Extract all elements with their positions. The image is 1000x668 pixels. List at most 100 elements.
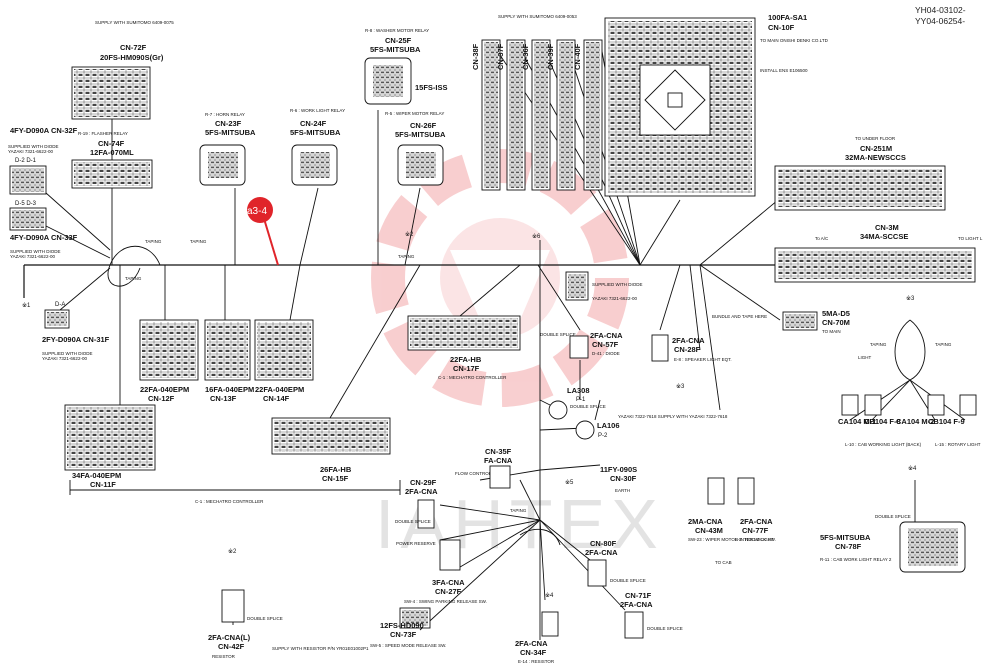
la308-sub: P-1 <box>576 397 586 403</box>
connector-cn27f[interactable]: 3FA-CNA CN-27F SW-4 : SWING PARKING RELE… <box>404 539 487 604</box>
connector-cn28f[interactable]: BUNDLE AND TAPE HERE 2FA-CNA CN-28F E-8 … <box>651 314 767 362</box>
relay-cn26f[interactable]: R-5 : WIPER MOTOR RELAY CN-26F 5FS-MITSU… <box>385 111 446 186</box>
cn10f-to-main: TO MAIN ONISHI DENKI CO.LTD <box>760 38 829 43</box>
connector-cn74f[interactable]: R-19 : FLASHER RELAY CN-74F 12FA-070ML <box>71 131 153 189</box>
da-id: D-A <box>55 302 65 308</box>
taping-label-7: TAPING <box>510 508 527 513</box>
callout-badge[interactable]: a3-4 <box>247 197 279 266</box>
connector-cn40f[interactable]: CN-40F <box>573 39 603 191</box>
connector-cn77f[interactable]: 2FA-CNA CN-77F L-3 : ROOM LIGHT <box>735 477 774 542</box>
cn77f-desc: L-3 : ROOM LIGHT <box>735 537 774 542</box>
cn251m-to-under: TO UNDER FLOOR <box>855 136 896 141</box>
connector-m2[interactable]: CA104 M-2 <box>896 394 945 426</box>
connector-cn42f[interactable]: DOUBLE SPLICE 2FA-CNA(L) CN-42F RESISTOR… <box>208 589 369 659</box>
cn29f-splice: DOUBLE SPLICE <box>395 519 431 524</box>
connector-cn29f[interactable]: CN-29F 2FA-CNA DOUBLE SPLICE POWER RESER… <box>395 478 438 546</box>
connector-cn35f[interactable]: CN-35F FA-CNA FLOW CONTROLLER <box>455 447 513 489</box>
connector-m1[interactable]: CA104 M-1 <box>838 394 876 426</box>
cn11f-type: 34FA-040EPM <box>72 471 121 480</box>
c1-controller-bottom: C-1 : MECHATRO CONTROLLER <box>195 499 264 504</box>
cn30f-earth: EARTH <box>615 488 630 493</box>
connector-cn73f[interactable]: 12FS-HD090 CN-73F SW-5 : SPEED MODE RELE… <box>370 607 446 648</box>
connector-cn14f[interactable]: 22FA-040EPM CN-14F <box>254 319 314 403</box>
cn3m-type: 34MA-SCCSE <box>860 232 908 241</box>
cn42f-type: 2FA-CNA(L) <box>208 633 251 642</box>
m1-id: CA104 M-1 <box>838 417 876 426</box>
cn70m-to-main: TO MAIN <box>822 329 841 334</box>
cn25f-id: CN-25F <box>385 36 412 45</box>
cn38f-id: CN-38F <box>471 43 480 70</box>
mark-4a: ※4 <box>908 465 917 472</box>
connector-cn71f[interactable]: CN-71F 2FA-CNA DOUBLE SPLICE <box>620 591 683 639</box>
connector-cn57f[interactable]: SUPPLIED WITH DIODE YAZAKI 7321-6622-00 … <box>540 271 643 359</box>
f8-id: CB104 F-8 <box>864 417 901 426</box>
cn251m-type: 32MA-NEWSCCS <box>845 153 906 162</box>
splice-la308[interactable]: LA308 P-1 DOUBLE SPLICE <box>548 386 606 420</box>
connector-f9[interactable]: CB104 F-9 <box>928 394 977 426</box>
connector-cn32f[interactable]: 4FY-D090A CN-32F SUPPLIED WITH DIODE YAZ… <box>8 126 78 195</box>
doc-id-1: YH04-03102- <box>915 5 966 15</box>
relay-cn25f[interactable]: R-8 : WASHER MOTOR RELAY CN-25F 5FS-MITS… <box>364 28 429 105</box>
connector-cn12f[interactable]: 22FA-040EPM CN-12F <box>139 319 199 403</box>
cn31f-yazaki: YAZAKI 7321-6622-00 <box>42 356 87 361</box>
cn71f-splice: DOUBLE SPLICE <box>647 626 683 631</box>
connector-cn3m[interactable]: CN-3M 34MA-SCCSE To A/C TO LIGHT L <box>774 223 983 283</box>
connector-cn43m[interactable]: 2MA-CNA CN-43M SW-23 : WIPER MOTOR INTER… <box>688 477 776 542</box>
f9-id: CB104 F-9 <box>928 417 965 426</box>
connector-cn70m[interactable]: 5MA-D5 CN-70M TO MAIN <box>782 309 850 334</box>
connector-cn33f[interactable]: D-5 D-3 4FY-D090A CN-33F SUPPLIED WITH D… <box>9 201 78 259</box>
cn78f-type: 5FS-MITSUBA <box>820 533 871 542</box>
connector-cn31f[interactable]: D-A 2FY-D090A CN-31F SUPPLIED WITH DIODE… <box>42 302 110 361</box>
splice-la106[interactable]: LA106 P-2 <box>575 420 620 440</box>
connector-cn30f[interactable]: 11FY-090S CN-30F EARTH <box>600 465 637 493</box>
connector-cn38f[interactable]: CN-38F <box>471 39 501 191</box>
cn72f-id: CN-72F <box>120 43 147 52</box>
connector-cn80f[interactable]: CN-80F 2FA-CNA DOUBLE SPLICE <box>585 539 646 587</box>
la308-splice: DOUBLE SPLICE <box>570 404 606 409</box>
connector-cn34f[interactable]: 2FA-CNA CN-34F E-14 : RESISTOR <box>515 611 559 664</box>
cn57f-part: YAZAKI 7321-6622-00 <box>592 296 637 301</box>
cn37f-id: CN-37F <box>496 43 505 70</box>
cn73f-type: 12FS-HD090 <box>380 621 424 630</box>
l10-desc: L-10 : CAB WORKING LIGHT (BACK) <box>845 442 922 447</box>
cn78f-splice: DOUBLE SPLICE <box>875 514 911 519</box>
connector-cn17f[interactable]: 22FA-HB CN-17F C-1 : MECHATRO CONTROLLER <box>407 315 521 380</box>
light-label: LIGHT <box>858 355 872 360</box>
cn24f-desc: R-6 : WORK LIGHT RELAY <box>290 108 345 113</box>
connector-cn15f[interactable]: 26FA-HB CN-15F <box>271 417 391 483</box>
connector-cn251m[interactable]: TO UNDER FLOOR CN-251M 32MA-NEWSCCS <box>774 136 946 211</box>
cn72f-supply: SUPPLY WITH SUMITOMO 6409-0075 <box>95 20 174 25</box>
connector-f8[interactable]: CB104 F-8 <box>864 394 901 426</box>
cn36f-id: CN-36F <box>521 43 530 70</box>
cn32f-id: 4FY-D090A CN-32F <box>10 126 78 135</box>
relay-cn23f[interactable]: R-7 : HORN RELAY CN-23F 5FS-MITSUBA <box>199 112 256 186</box>
mark-6: ※6 <box>532 233 541 240</box>
cn42f-desc: RESISTOR <box>212 654 236 659</box>
cn27f-id: CN-27F <box>435 587 462 596</box>
cn23f-desc: R-7 : HORN RELAY <box>205 112 245 117</box>
cn35f-id: CN-35F <box>485 447 512 456</box>
cn25f-desc: R-8 : WASHER MOTOR RELAY <box>365 28 429 33</box>
connector-cn36f[interactable]: CN-36F <box>521 39 551 191</box>
cn10f-id: CN-10F <box>768 23 795 32</box>
cn31f-supply: SUPPLIED WITH DIODE <box>42 351 93 356</box>
cn3m-to-ac: To A/C <box>815 236 829 241</box>
relay-cn78f[interactable]: DOUBLE SPLICE 5FS-MITSUBA CN-78F R-11 : … <box>820 514 966 573</box>
connector-cn72f[interactable]: SUPPLY WITH SUMITOMO 6409-0075 CN-72F 20… <box>71 20 174 120</box>
cn35f-type: FA-CNA <box>484 456 513 465</box>
connector-cn37f[interactable]: CN-37F <box>496 39 526 191</box>
doc-id-2: YY04-06254- <box>915 16 965 26</box>
taping-label-3: TAPING <box>125 276 142 281</box>
mark-5: ※5 <box>565 479 574 486</box>
cn11f-id: CN-11F <box>90 480 116 489</box>
connector-cn39f[interactable]: CN-39F <box>546 39 576 191</box>
connector-cn13f[interactable]: 16FA-040EPM CN-13F <box>204 319 254 403</box>
cn74f-id: CN-74F <box>98 139 125 148</box>
connector-cn11f[interactable]: 34FA-040EPM CN-11F <box>64 404 156 489</box>
yazaki-supply: YAZAKI 7322-7618 SUPPLY WITH YAZAKI 7322… <box>618 414 728 419</box>
cn72f-type: 20FS-HM090S(Gr) <box>100 53 164 62</box>
cn31f-id: 2FY-D090A CN-31F <box>42 335 110 344</box>
relay-cn24f[interactable]: R-6 : WORK LIGHT RELAY CN-24F 5FS-MITSUB… <box>290 108 345 186</box>
connector-cn10f[interactable]: 100FA-SA1 CN-10F TO MAIN ONISHI DENKI CO… <box>604 13 829 197</box>
cn29f-desc: POWER RESERVE <box>396 541 436 546</box>
